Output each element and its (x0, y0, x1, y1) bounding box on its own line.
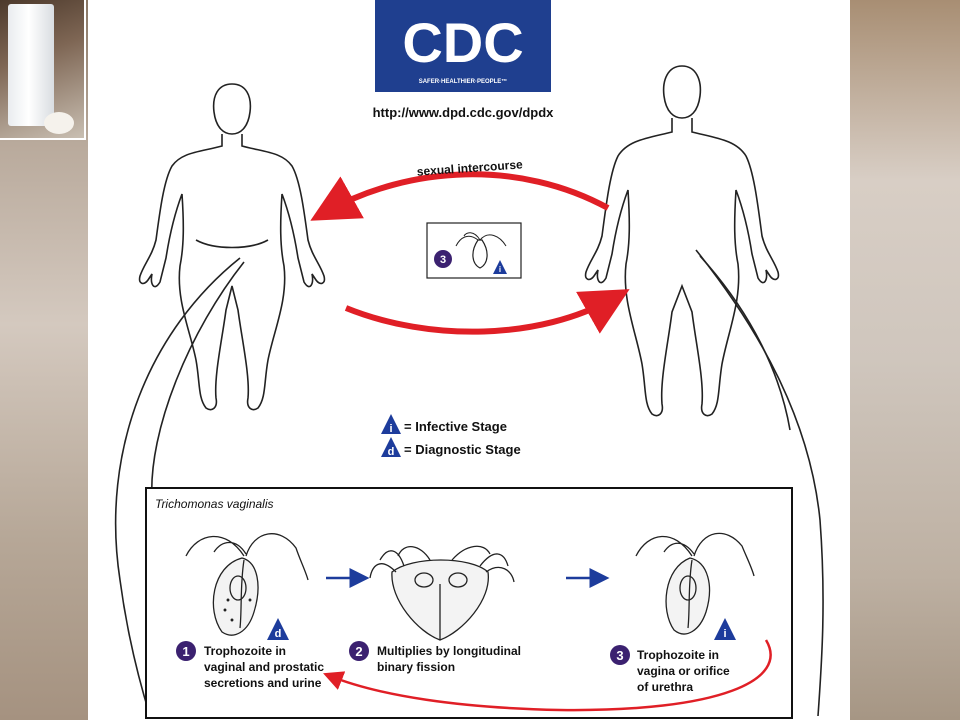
svg-text:i: i (389, 423, 392, 435)
egg-image (44, 112, 74, 134)
curve-right-inner (699, 255, 791, 431)
inset-stage-badge (434, 250, 452, 268)
stage-1-label-line-3: secretions and urine (204, 676, 322, 690)
curve-left-outer (114, 257, 241, 717)
infective-legend-icon (381, 414, 401, 434)
stage-3-label-line-1: Trophozoite in (637, 648, 719, 662)
stage-1-trophozoite-drawing (185, 533, 309, 636)
inset-trophozoite: 3 i (426, 222, 522, 279)
arrow-stage3-to-stage1 (323, 639, 772, 712)
stage-2-label-line-2: binary fission (377, 660, 455, 674)
cdc-logo: CDC SAFER·HEALTHIER·PEOPLE™ (375, 0, 551, 92)
svg-text:d: d (275, 628, 282, 640)
stage-1-label-line-2: vaginal and prostatic (204, 660, 324, 674)
milk-glass-image (8, 4, 54, 126)
stage-2-label-line-1: Multiplies by longitudinal (377, 644, 521, 658)
stage-3-label-line-2: vagina or orifice (637, 664, 730, 678)
stage-2-number-badge (349, 641, 369, 661)
stage-1-label-line-1: Trophozoite in (204, 644, 286, 658)
human-figure-right (584, 65, 780, 417)
infective-stage-icon (493, 260, 507, 274)
svg-text:3: 3 (616, 648, 623, 663)
background-right (850, 0, 960, 720)
stage-1-diagnostic-icon (267, 618, 289, 640)
stage-legend: i = Infective Stage d = Diagnostic Stage (381, 414, 521, 458)
diagnostic-legend-label: = Diagnostic Stage (404, 442, 521, 457)
stage-3-number-badge (610, 645, 630, 665)
stage-3-trophozoite-drawing (635, 532, 755, 635)
infective-legend-label: = Infective Stage (404, 419, 507, 434)
svg-text:2: 2 (355, 644, 362, 659)
svg-text:d: d (388, 446, 395, 458)
stage-3-label-line-3: of urethra (637, 680, 693, 694)
stage-1-number-badge (176, 641, 196, 661)
svg-text:1: 1 (182, 644, 189, 659)
cdc-logo-text: CDC (402, 11, 523, 74)
milk-photo-thumbnail (0, 0, 86, 140)
stage-3-infective-icon (714, 618, 736, 640)
source-url: http://www.dpd.cdc.gov/dpdx (373, 105, 555, 120)
svg-text:3: 3 (440, 254, 446, 266)
organism-name: Trichomonas vaginalis (155, 497, 274, 511)
arrow-male-to-female (310, 171, 610, 221)
diagnostic-legend-icon (381, 437, 401, 457)
cdc-tagline: SAFER·HEALTHIER·PEOPLE™ (419, 78, 508, 85)
svg-text:i: i (499, 265, 501, 274)
svg-text:i: i (723, 628, 726, 640)
human-figure-left (138, 83, 326, 411)
arrow-female-to-male (344, 289, 630, 335)
trophozoite-icon (472, 239, 488, 269)
lifecycle-box: Trichomonas vaginalis d (145, 487, 793, 719)
curve-right-outer (695, 249, 824, 717)
stage-2-dividing-drawing (369, 545, 515, 641)
curve-left-inner (150, 261, 245, 501)
